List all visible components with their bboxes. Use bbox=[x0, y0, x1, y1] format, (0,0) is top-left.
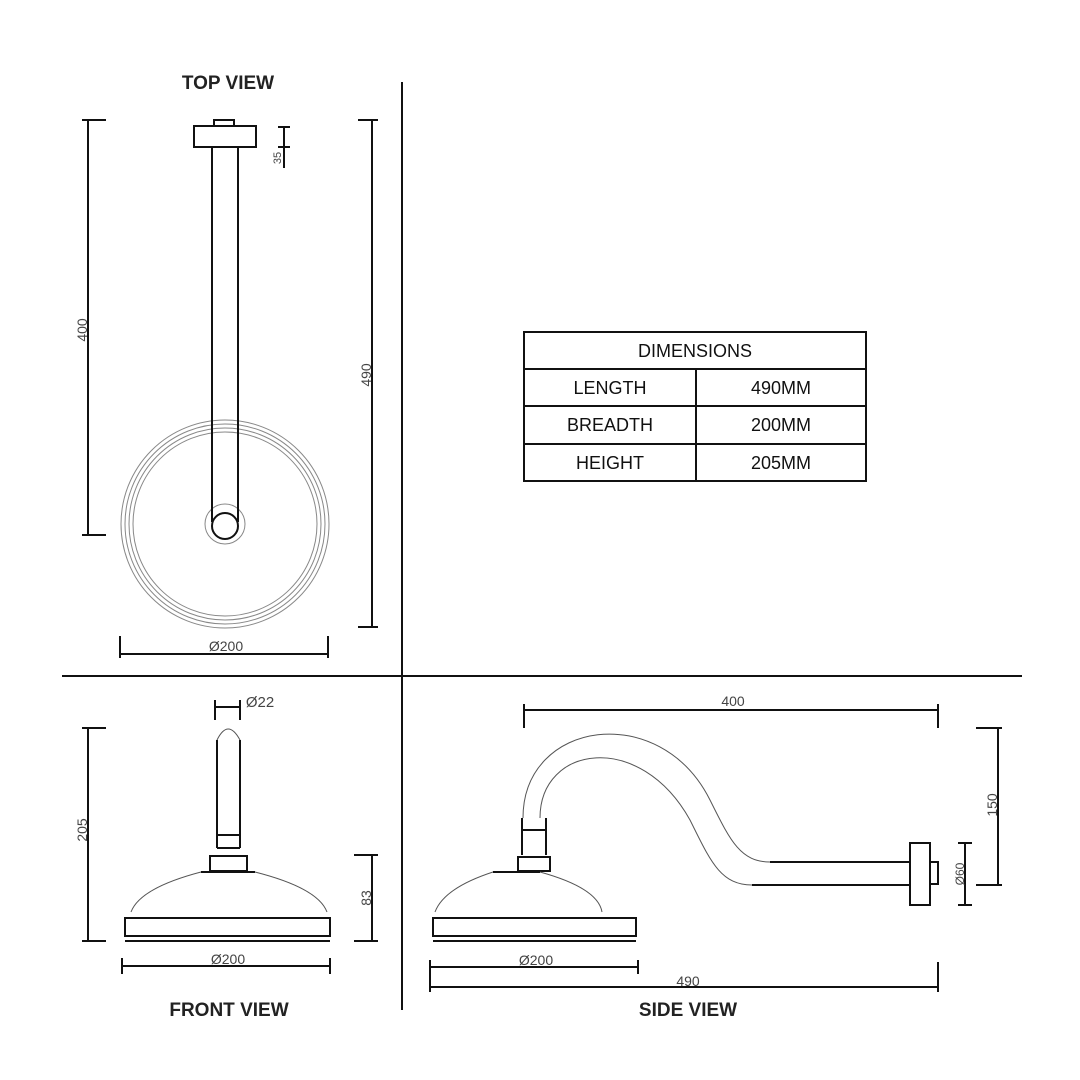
dim-flange-side: Ø60 bbox=[953, 842, 972, 906]
dim-pipe-front: Ø22 bbox=[214, 694, 274, 720]
svg-text:Ø200: Ø200 bbox=[209, 638, 243, 654]
shower-head-circle bbox=[120, 419, 330, 629]
dim-total-side: 490 bbox=[429, 962, 939, 992]
side-view: 400 150 Ø60 Ø200 490 SIDE VIEW bbox=[429, 693, 1002, 1021]
svg-text:35: 35 bbox=[272, 152, 284, 164]
svg-text:Ø200: Ø200 bbox=[211, 951, 245, 967]
dim-arm-top: 400 bbox=[74, 119, 106, 536]
row-value: 490MM bbox=[751, 378, 811, 398]
dim-total-top: 490 bbox=[358, 119, 378, 628]
shower-head-dome bbox=[130, 871, 328, 913]
svg-text:400: 400 bbox=[721, 693, 745, 709]
dim-flange-top: 35 bbox=[272, 126, 290, 168]
dim-head-front: 83 bbox=[354, 854, 378, 942]
row-label: BREADTH bbox=[567, 415, 653, 435]
svg-text:150: 150 bbox=[984, 793, 1000, 817]
row-label: LENGTH bbox=[573, 378, 646, 398]
svg-text:490: 490 bbox=[358, 363, 374, 387]
dim-diameter-side: Ø200 bbox=[429, 952, 639, 974]
dim-diameter-top: Ø200 bbox=[119, 636, 329, 658]
svg-text:205: 205 bbox=[74, 818, 90, 842]
front-view-title: FRONT VIEW bbox=[169, 1000, 288, 1021]
svg-text:490: 490 bbox=[676, 973, 700, 989]
front-view: Ø22 205 83 Ø200 FRONT VIEW bbox=[74, 694, 378, 1021]
dim-arm-side: 400 bbox=[523, 693, 939, 728]
svg-text:Ø60: Ø60 bbox=[953, 862, 967, 885]
dim-rise-side: 150 bbox=[976, 727, 1002, 886]
row-label: HEIGHT bbox=[576, 453, 644, 473]
dim-height-front: 205 bbox=[74, 727, 106, 942]
svg-text:Ø200: Ø200 bbox=[519, 952, 553, 968]
table-header: DIMENSIONS bbox=[638, 341, 752, 361]
top-view: TOP VIEW 400 490 35 Ø200 bbox=[74, 73, 378, 658]
dimensions-table: DIMENSIONS LENGTH 490MM BREADTH 200MM HE… bbox=[523, 331, 867, 482]
svg-text:83: 83 bbox=[358, 890, 374, 906]
svg-text:Ø22: Ø22 bbox=[246, 694, 274, 711]
gooseneck-arm bbox=[522, 733, 771, 886]
wall-flange bbox=[193, 125, 257, 148]
arm-pipe bbox=[211, 147, 239, 522]
side-view-title: SIDE VIEW bbox=[639, 1000, 737, 1021]
svg-text:400: 400 bbox=[74, 318, 90, 342]
row-value: 205MM bbox=[751, 453, 811, 473]
top-view-title: TOP VIEW bbox=[182, 73, 274, 94]
dim-diameter-front: Ø200 bbox=[121, 951, 331, 974]
row-value: 200MM bbox=[751, 415, 811, 435]
